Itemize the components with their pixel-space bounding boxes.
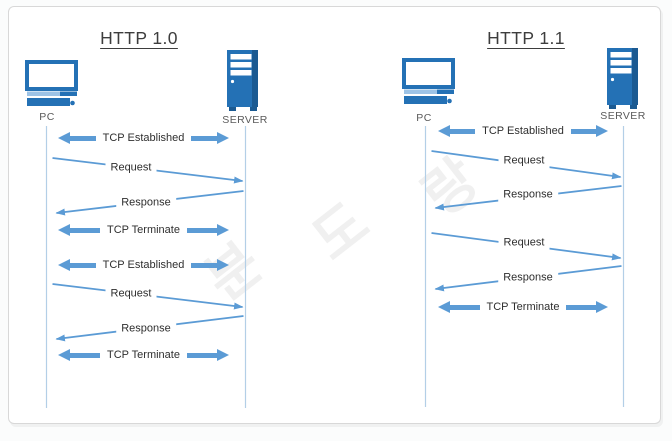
diagram-title-http11: HTTP 1.1 <box>487 28 565 48</box>
server-icon <box>607 48 638 109</box>
actor-label-pc: PC <box>416 112 432 124</box>
message-arrow-response <box>434 265 622 292</box>
actor-label-server: SERVER <box>600 110 646 122</box>
pc-icon <box>402 58 455 104</box>
message-arrow-request <box>52 157 244 184</box>
message-arrow-request <box>431 150 622 180</box>
message-arrow-response <box>55 190 244 216</box>
actor-label-pc: PC <box>39 111 55 123</box>
message-arrow-request <box>431 232 622 261</box>
message-arrow-response <box>55 315 244 342</box>
pc-icon <box>25 60 78 106</box>
server-icon <box>227 50 258 111</box>
message-arrow-request <box>52 283 244 310</box>
diagram-title-http10: HTTP 1.0 <box>100 28 178 48</box>
message-arrow-response <box>434 185 622 211</box>
actor-label-server: SERVER <box>222 114 268 126</box>
diagram-canvas <box>8 6 661 424</box>
